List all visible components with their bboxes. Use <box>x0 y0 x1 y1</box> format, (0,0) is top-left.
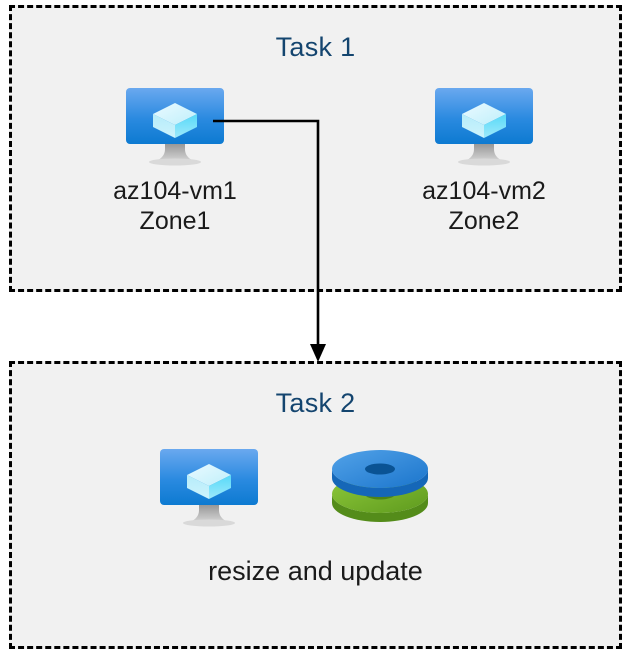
panel-caption-task2: resize and update <box>208 556 423 586</box>
panel-title-task1: Task 1 <box>275 32 356 62</box>
node-label-vm2: az104-vm2 Zone2 <box>422 177 546 235</box>
node-vm1[interactable]: az104-vm1 Zone1 <box>55 86 295 236</box>
azure-virtual-machine-icon <box>126 88 224 166</box>
azure-virtual-machine-icon <box>160 449 258 527</box>
task-panel-task1[interactable]: Task 1 <box>9 5 622 292</box>
azure-disks-icon <box>332 450 428 522</box>
task-panel-task2[interactable]: Task 2 <box>9 361 622 649</box>
node-vm3[interactable] <box>109 447 309 529</box>
panel-title-task2: Task 2 <box>275 388 356 418</box>
node-vm2[interactable]: az104-vm2 Zone2 <box>364 86 604 236</box>
down-arrow-icon <box>310 344 326 362</box>
azure-virtual-machine-icon <box>435 88 533 166</box>
node-disks[interactable] <box>280 447 480 529</box>
node-label-vm1: az104-vm1 Zone1 <box>113 177 237 235</box>
